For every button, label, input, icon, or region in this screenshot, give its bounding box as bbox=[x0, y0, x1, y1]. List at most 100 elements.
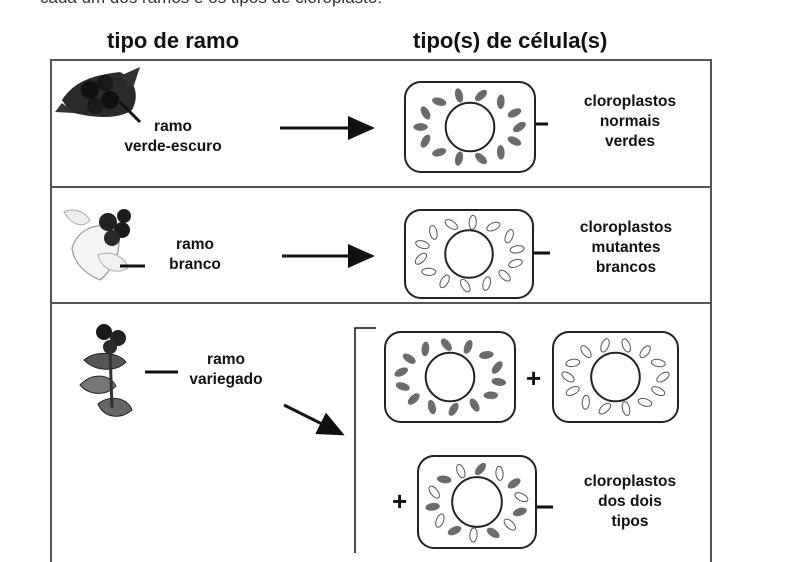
nucleus bbox=[424, 351, 476, 403]
label-line: branco bbox=[169, 256, 221, 274]
chloroplast bbox=[428, 485, 440, 499]
chloroplast bbox=[565, 358, 581, 368]
chloroplast bbox=[448, 402, 459, 416]
arrow-icon-row3 bbox=[283, 403, 345, 436]
nucleus bbox=[451, 476, 503, 528]
chloroplast bbox=[621, 401, 631, 416]
cell-icon-white bbox=[404, 209, 534, 299]
chloroplast bbox=[600, 338, 610, 353]
chloroplast bbox=[432, 97, 447, 106]
chloroplast bbox=[475, 152, 487, 165]
plus-sign-1: + bbox=[526, 363, 542, 393]
chloroplast bbox=[486, 527, 500, 539]
label-line: ramo bbox=[154, 118, 192, 135]
chloroplast bbox=[394, 367, 408, 377]
chloroplast bbox=[514, 492, 529, 503]
white-branch-icon bbox=[63, 209, 145, 281]
chloroplast bbox=[495, 465, 504, 481]
variegated-branch-icon bbox=[79, 324, 178, 417]
nucleus bbox=[444, 101, 496, 153]
chloroplast bbox=[414, 252, 428, 265]
chloroplast bbox=[439, 274, 450, 289]
label-line: brancos bbox=[595, 259, 657, 277]
chloroplast bbox=[429, 225, 438, 240]
label-mutant-chloroplasts: cloroplastos mutantes brancos bbox=[556, 218, 696, 278]
label-line: ramo bbox=[207, 351, 245, 368]
cell-icon-variegated-green bbox=[384, 331, 516, 423]
chloroplast bbox=[581, 394, 590, 410]
chloroplast bbox=[598, 402, 612, 415]
cell-icon-variegated-white bbox=[552, 331, 679, 423]
row-variegated bbox=[50, 302, 712, 562]
chloroplast bbox=[420, 106, 431, 120]
label-line: verdes bbox=[605, 133, 655, 151]
chloroplast bbox=[447, 525, 462, 536]
chloroplast bbox=[475, 89, 487, 102]
chloroplast bbox=[425, 502, 440, 511]
chloroplast bbox=[512, 507, 527, 517]
chloroplast bbox=[475, 462, 486, 476]
chloroplast bbox=[435, 513, 445, 528]
label-both-chloroplasts: cloroplastos dos dois tipos bbox=[560, 472, 700, 532]
chloroplast bbox=[507, 108, 522, 118]
chloroplast bbox=[413, 123, 428, 131]
nucleus bbox=[590, 351, 641, 403]
chloroplast bbox=[508, 258, 523, 268]
chloroplast bbox=[580, 345, 592, 359]
label-variegated-branch: ramo variegado bbox=[178, 350, 274, 390]
chloroplast bbox=[656, 371, 670, 383]
chloroplast bbox=[454, 88, 464, 103]
chloroplast bbox=[486, 221, 501, 232]
label-line: mutantes bbox=[591, 239, 661, 257]
label-line: cloroplastos bbox=[583, 473, 677, 490]
chloroplast bbox=[469, 398, 480, 412]
chloroplast bbox=[561, 371, 575, 383]
chloroplast bbox=[415, 240, 430, 250]
header-cell-types: tipo(s) de célula(s) bbox=[413, 28, 608, 53]
label-line: dos dois bbox=[598, 493, 662, 511]
chloroplast bbox=[639, 345, 651, 359]
chloroplast bbox=[421, 341, 430, 357]
chloroplast bbox=[469, 527, 478, 543]
chloroplast bbox=[650, 358, 666, 368]
chloroplast bbox=[651, 386, 666, 397]
chloroplast bbox=[496, 94, 505, 109]
chloroplast bbox=[427, 399, 436, 415]
nucleus bbox=[444, 229, 494, 279]
label-dark-green-branch: ramo verde-escuro bbox=[113, 117, 233, 157]
chloroplast bbox=[491, 361, 503, 374]
chloroplast bbox=[503, 518, 516, 531]
chloroplast bbox=[637, 397, 653, 407]
chloroplast bbox=[479, 351, 494, 359]
chloroplast bbox=[421, 267, 437, 276]
chloroplast bbox=[504, 229, 514, 244]
chloroplast bbox=[498, 269, 511, 282]
chloroplast bbox=[395, 382, 410, 391]
label-line: tipos bbox=[611, 513, 649, 531]
label-line: variegado bbox=[189, 371, 263, 389]
chloroplast bbox=[444, 219, 458, 230]
chloroplast bbox=[440, 338, 452, 351]
chloroplast bbox=[483, 391, 499, 400]
label-line: ramo bbox=[176, 236, 214, 253]
chloroplast bbox=[621, 338, 631, 353]
label-line: cloroplastos bbox=[583, 93, 677, 110]
label-white-branch: ramo branco bbox=[150, 235, 240, 275]
chloroplast bbox=[456, 463, 466, 479]
top-caption: cada um dos ramos e os tipos de cloropla… bbox=[40, 0, 382, 8]
chloroplast bbox=[407, 393, 420, 405]
cell-icon-variegated-mixed bbox=[417, 455, 537, 549]
chloroplast bbox=[437, 475, 452, 484]
chloroplast bbox=[468, 214, 477, 230]
cell-icon-green bbox=[404, 81, 536, 173]
chloroplast bbox=[507, 136, 522, 146]
chloroplast bbox=[454, 151, 464, 166]
label-line: cloroplastos bbox=[579, 219, 673, 236]
bracket bbox=[354, 327, 376, 553]
chloroplast bbox=[509, 245, 525, 254]
chloroplast bbox=[507, 478, 521, 489]
label-line: verde-escuro bbox=[124, 138, 222, 156]
header-branch-type: tipo de ramo bbox=[107, 28, 240, 53]
chloroplast bbox=[402, 353, 416, 364]
